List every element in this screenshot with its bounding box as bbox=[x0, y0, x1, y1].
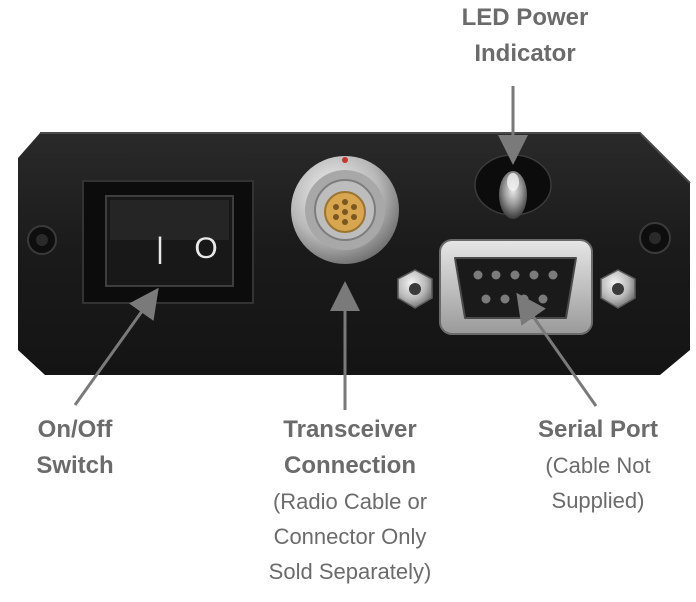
transceiver-label-line2: Connection bbox=[284, 452, 416, 479]
switch-arrow bbox=[73, 287, 159, 406]
led-label-line1: LED Power bbox=[461, 4, 589, 31]
switch-label-line2: Switch bbox=[36, 452, 114, 479]
transceiver-connection-label: Transceiver Connection (Radio Cable or C… bbox=[210, 412, 490, 589]
serial-port-label: Serial Port (Cable Not Supplied) bbox=[500, 412, 696, 518]
switch-label-line1: On/Off bbox=[37, 416, 113, 443]
right-screw-icon bbox=[639, 222, 671, 254]
transceiver-note-line3: Sold Separately) bbox=[268, 559, 432, 584]
circular-connector-icon[interactable] bbox=[291, 156, 399, 264]
transceiver-label-line1: Transceiver bbox=[283, 416, 417, 443]
serial-note-line2: Supplied) bbox=[551, 488, 645, 513]
left-screw-icon bbox=[27, 225, 57, 255]
serial-arrow bbox=[516, 292, 598, 407]
db9-serial-port-icon[interactable] bbox=[439, 239, 593, 335]
on-off-switch-label: On/Off Switch bbox=[0, 412, 150, 484]
left-hex-nut-icon bbox=[397, 269, 433, 309]
rocker-switch-icon[interactable]: | O bbox=[82, 180, 254, 304]
transceiver-note-line1: (Radio Cable or bbox=[272, 489, 428, 514]
led-label-line2: Indicator bbox=[474, 40, 576, 67]
serial-label-line1: Serial Port bbox=[537, 416, 659, 443]
led-power-indicator-label: LED Power Indicator bbox=[400, 0, 650, 72]
switch-off-mark: O bbox=[194, 232, 217, 265]
serial-note-line1: (Cable Not bbox=[545, 453, 651, 478]
led-indicator-icon bbox=[474, 154, 552, 219]
transceiver-note-line2: Connector Only bbox=[273, 524, 427, 549]
right-hex-nut-icon bbox=[600, 269, 636, 309]
switch-on-mark: | bbox=[156, 232, 164, 265]
